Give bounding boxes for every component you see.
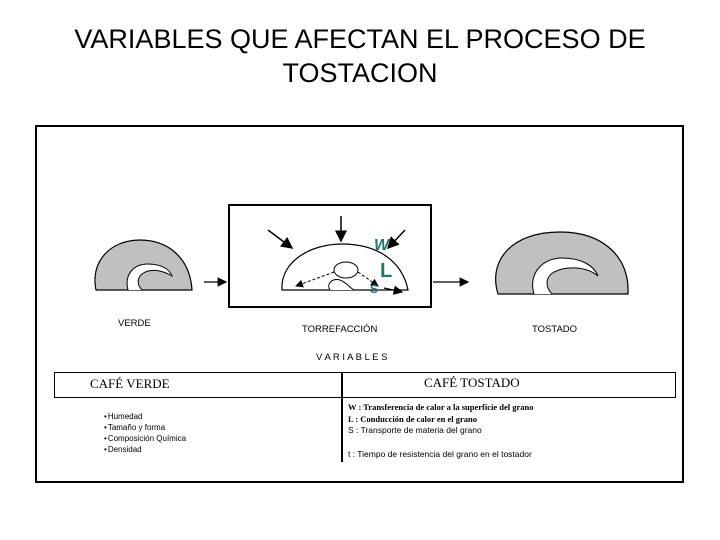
internal-arrow-right <box>357 271 379 287</box>
list-item: Composición Química <box>104 433 186 444</box>
green-coffee-variables: Humedad Tamaño y forma Composición Quími… <box>104 411 186 455</box>
heat-arrow-left <box>267 229 294 249</box>
letter-l: L <box>380 260 392 282</box>
bean-section-icon <box>281 243 409 291</box>
slide-title: VARIABLES QUE AFECTAN EL PROCESO DE TOST… <box>74 24 646 88</box>
letter-s: S <box>370 282 378 296</box>
diagram-frame <box>35 125 684 483</box>
header-cafe-tostado: CAFÉ TOSTADO <box>424 375 520 390</box>
variables-table-header <box>54 372 676 398</box>
stage-label-verde: VERDE <box>118 318 151 329</box>
list-item: Densidad <box>104 444 186 455</box>
heat-arrow-right <box>386 229 406 250</box>
mass-arrow <box>383 285 404 295</box>
variables-label: V A R I A B L E S <box>316 352 388 363</box>
list-item: L : Conducción de calor en el grano <box>348 413 477 424</box>
internal-arrow-left <box>295 271 335 288</box>
list-item: t : Tiempo de resistencia del grano en e… <box>348 448 532 459</box>
list-item: Tamaño y forma <box>104 422 186 433</box>
roasted-coffee-variables: W : Transferencia de calor a la superfic… <box>348 402 534 460</box>
list-item: S : Transporte de materia del grano <box>348 425 482 435</box>
list-item: Humedad <box>104 411 186 422</box>
list-item: W : Transferencia de calor a la superfic… <box>348 402 534 412</box>
stage-label-tostado: TOSTADO <box>532 324 578 335</box>
table-divider <box>341 372 343 462</box>
roasted-bean-icon <box>495 231 629 295</box>
stage-label-torrefaccion: TORREFACCIÓN <box>302 324 378 335</box>
header-cafe-verde: CAFÉ VERDE <box>90 376 170 391</box>
green-bean-icon <box>94 239 193 291</box>
letter-w: W <box>374 237 391 254</box>
